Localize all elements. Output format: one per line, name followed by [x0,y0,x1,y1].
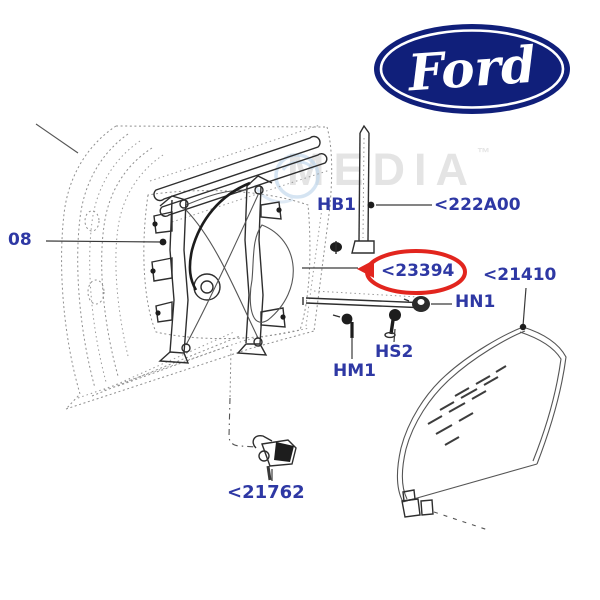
part-label-21762[interactable]: <21762 [227,482,305,503]
ford-oval-icon: Ford [374,24,570,114]
door-panel-outline [35,123,333,410]
hs2-bolt [384,309,401,339]
ford-logo: Ford [372,22,572,116]
door-beltline-bars [149,124,331,223]
highlight-ellipse [357,249,467,295]
part-label-hn1[interactable]: HN1 [455,292,496,312]
leader-lines [45,201,527,481]
trademark-symbol: ™ [477,145,490,160]
fasteners [332,296,430,339]
part-label-hs2[interactable]: HS2 [375,342,414,362]
ford-logo-text: Ford [404,35,537,103]
part-label-21410[interactable]: <21410 [483,265,557,285]
part-label-08-partial[interactable]: 08 [8,230,32,250]
part-label-23394-highlighted[interactable]: <23394 [381,261,455,281]
glass-guide-channel [330,124,375,254]
equalizer-rod [302,290,429,309]
circle-watermark-icon [253,153,320,204]
glass-bottom-clips [401,489,489,531]
glass-hatch-marks [427,365,507,446]
hn1-nut [403,296,430,312]
part-label-hb1[interactable]: HB1 [317,195,357,215]
door-glass [396,326,567,531]
part-label-222a00[interactable]: <222A00 [434,195,521,215]
part-label-hm1[interactable]: HM1 [333,361,376,381]
hm1-bolt [332,313,354,338]
lock-actuator-part [228,348,297,481]
window-regulator [150,175,294,364]
